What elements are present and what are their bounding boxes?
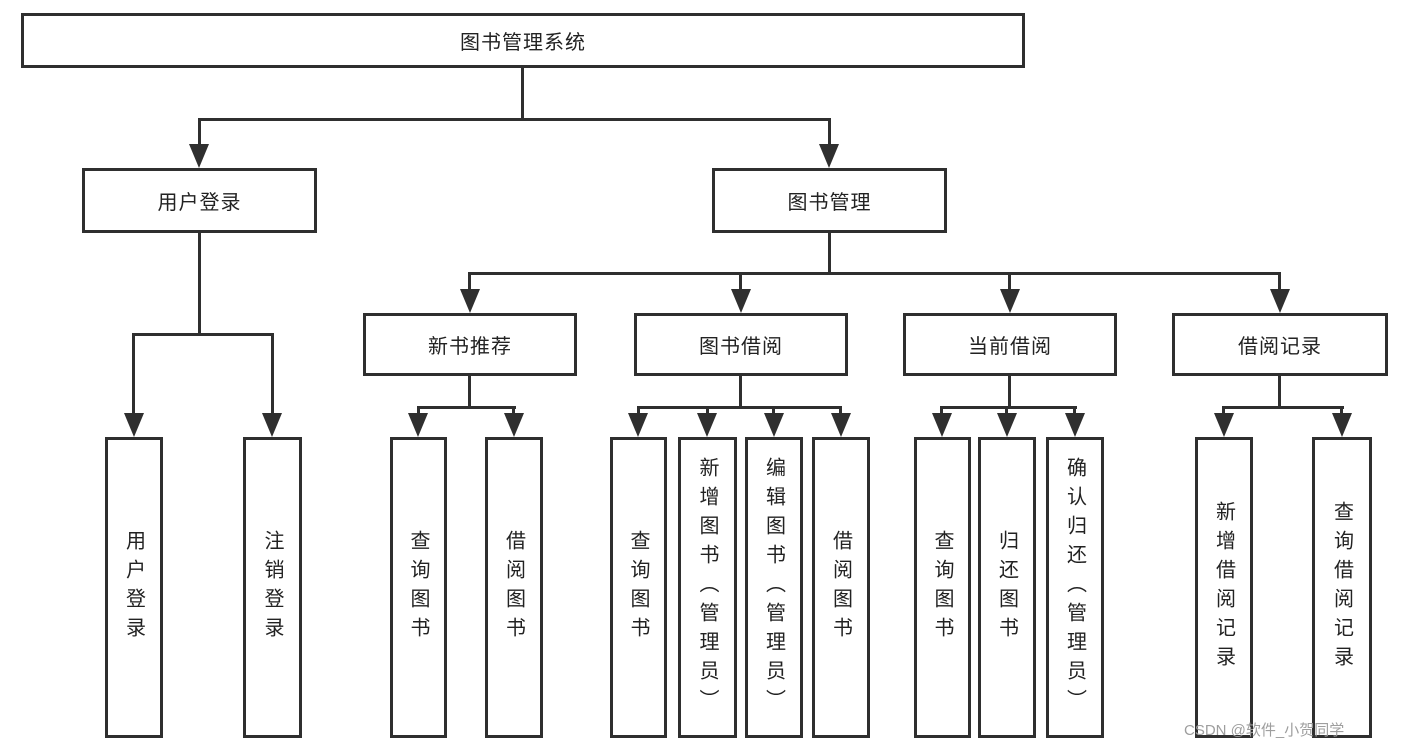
arrowhead (504, 413, 524, 437)
node-label: 新增图书（管理员） (696, 457, 718, 718)
arrowhead (189, 144, 209, 168)
connector (706, 408, 709, 414)
connector (1340, 408, 1343, 414)
arrowhead (408, 413, 428, 437)
node-label: 查询图书 (407, 529, 429, 646)
connector (940, 406, 1077, 409)
connector (417, 408, 420, 414)
connector (828, 232, 831, 273)
leaf-edit-book-admin: 编辑图书（管理员） (745, 437, 803, 738)
connector (1005, 408, 1008, 414)
connector (739, 375, 742, 408)
node-label: 注销登录 (261, 529, 283, 646)
arrowhead (628, 413, 648, 437)
leaf-user-login: 用户登录 (105, 437, 163, 738)
node-library-management-system: 图书管理系统 (21, 13, 1025, 68)
arrowhead (1270, 289, 1290, 313)
connector (739, 274, 742, 290)
node-borrowing-records: 借阅记录 (1172, 313, 1388, 376)
connector (1222, 406, 1344, 409)
connector (839, 408, 842, 414)
connector (637, 408, 640, 414)
connector (1278, 274, 1281, 290)
connector (512, 408, 515, 414)
connector (637, 406, 842, 409)
leaf-query-books-1: 查询图书 (390, 437, 447, 738)
node-user-login: 用户登录 (82, 168, 317, 233)
connector (417, 406, 516, 409)
connector (271, 335, 274, 414)
node-label: 借阅记录 (1238, 336, 1322, 358)
leaf-query-borrow-record: 查询借阅记录 (1312, 437, 1372, 738)
connector (132, 335, 135, 414)
arrowhead (262, 413, 282, 437)
node-label: 用户登录 (157, 192, 242, 214)
connector (772, 408, 775, 414)
node-label: 借阅图书 (502, 529, 525, 646)
node-label: 当前借阅 (968, 336, 1052, 358)
node-new-book-recommend: 新书推荐 (363, 313, 577, 376)
node-label: 编辑图书（管理员） (762, 457, 785, 718)
connector (1008, 375, 1011, 408)
arrowhead (932, 413, 952, 437)
connector (468, 272, 1281, 275)
connector (198, 233, 201, 335)
csdn-watermark: CSDN @软件_小贺同学 (1184, 722, 1345, 739)
node-label: 查询图书 (931, 529, 953, 646)
node-book-management: 图书管理 (712, 168, 947, 233)
node-current-borrowing: 当前借阅 (903, 313, 1117, 376)
connector (1008, 274, 1011, 290)
connector (1278, 375, 1281, 408)
leaf-query-books-2: 查询图书 (610, 437, 667, 738)
connector (1222, 408, 1225, 414)
leaf-query-books-3: 查询图书 (914, 437, 971, 738)
connector (468, 375, 471, 408)
node-label: 借阅图书 (829, 529, 852, 646)
connector (940, 408, 943, 414)
arrowhead (1065, 413, 1085, 437)
arrowhead (460, 289, 480, 313)
leaf-logout: 注销登录 (243, 437, 302, 738)
arrowhead (1214, 413, 1234, 437)
arrowhead (697, 413, 717, 437)
node-label: 图书管理系统 (460, 32, 586, 54)
leaf-confirm-return-admin: 确认归还（管理员） (1046, 437, 1104, 738)
node-label: 确认归还（管理员） (1063, 457, 1086, 718)
connector (198, 118, 831, 121)
arrowhead (997, 413, 1017, 437)
connector (132, 333, 274, 336)
node-label: 查询图书 (627, 529, 649, 646)
connector (198, 120, 201, 145)
leaf-return-book: 归还图书 (978, 437, 1036, 738)
connector (468, 274, 471, 290)
arrowhead (764, 413, 784, 437)
node-label: 查询借阅记录 (1330, 500, 1353, 675)
node-label: 图书管理 (787, 192, 872, 214)
connector (828, 120, 831, 145)
node-label: 用户登录 (122, 529, 145, 646)
node-book-borrowing: 图书借阅 (634, 313, 848, 376)
node-label: 新增借阅记录 (1212, 500, 1235, 675)
leaf-borrow-books-1: 借阅图书 (485, 437, 543, 738)
arrowhead (731, 289, 751, 313)
leaf-add-borrow-record: 新增借阅记录 (1195, 437, 1253, 738)
leaf-borrow-books-2: 借阅图书 (812, 437, 870, 738)
node-label: 新书推荐 (428, 336, 512, 358)
leaf-add-book-admin: 新增图书（管理员） (678, 437, 737, 738)
node-label: 归还图书 (995, 529, 1018, 646)
arrowhead (819, 144, 839, 168)
arrowhead (1000, 289, 1020, 313)
connector (1073, 408, 1076, 414)
connector (521, 67, 524, 119)
arrowhead (124, 413, 144, 437)
node-label: 图书借阅 (699, 336, 783, 358)
arrowhead (1332, 413, 1352, 437)
arrowhead (831, 413, 851, 437)
